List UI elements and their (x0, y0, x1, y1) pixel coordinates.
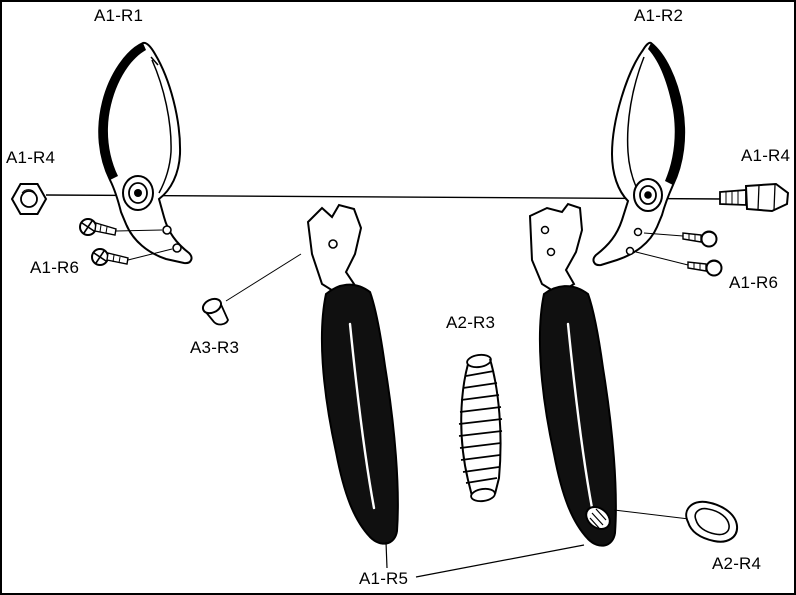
label-bolt-right: A1-R4 (741, 146, 791, 165)
left-screws-drawing (79, 218, 173, 266)
label-handles: A1-R5 (359, 569, 409, 588)
label-nut-left: A1-R4 (6, 148, 56, 167)
left-blade-drawing (98, 41, 193, 265)
right-bolt-drawing (719, 182, 790, 213)
lock-clip-drawing (613, 500, 739, 543)
label-screws-left: A1-R6 (30, 258, 80, 277)
label-blade-left: A1-R1 (94, 6, 144, 25)
right-screws-drawing (635, 230, 723, 277)
left-handle-drawing (306, 203, 399, 545)
spring-drawing (458, 353, 503, 503)
label-spring: A2-R3 (446, 313, 496, 332)
right-handle-drawing (528, 202, 617, 547)
label-lock-clip: A2-R4 (712, 554, 762, 573)
handles-leader-lines (385, 541, 585, 578)
label-rivet: A3-R3 (190, 338, 240, 357)
label-blade-right: A1-R2 (634, 6, 684, 25)
left-nut-drawing (10, 183, 48, 215)
right-blade-drawing (592, 41, 686, 267)
rivet-drawing (201, 253, 302, 326)
label-screws-right: A1-R6 (729, 273, 779, 292)
